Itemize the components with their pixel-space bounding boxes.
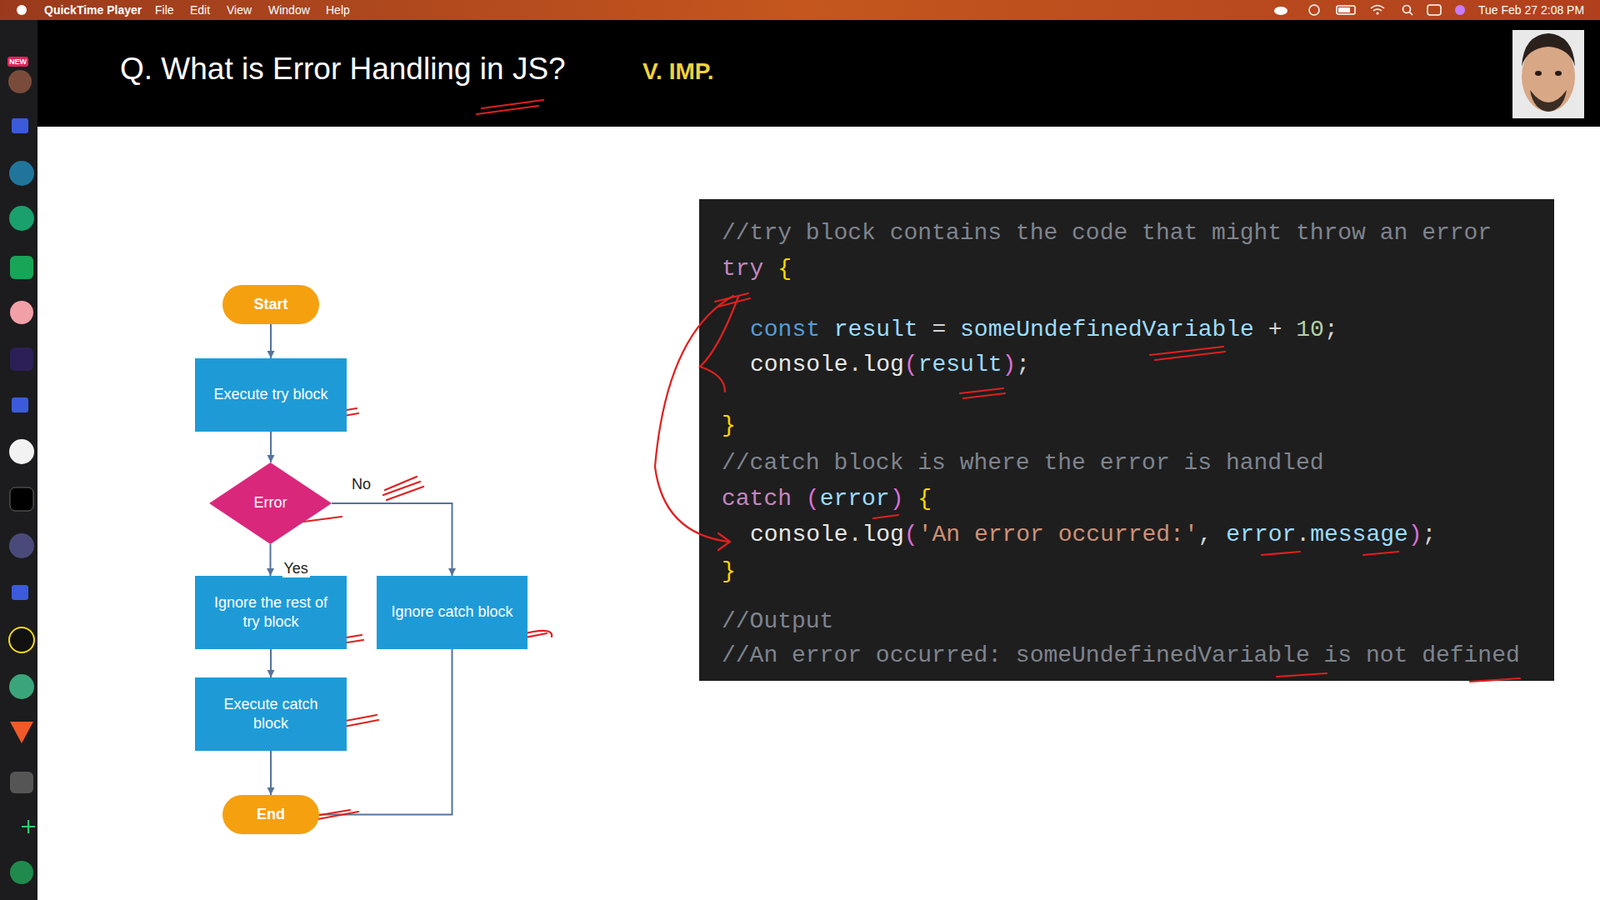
code-token: } [721, 412, 736, 439]
code-token: ; [1422, 521, 1437, 548]
clock-text: Tue Feb 27 2:08 PM [1478, 3, 1585, 17]
code-token: //An error occurred: someUndefinedVariab… [721, 642, 1520, 669]
code-token: console [750, 521, 849, 548]
app-name: QuickTime Player [44, 3, 142, 17]
flow-connector [267, 750, 275, 795]
menu-item: File [155, 3, 175, 17]
code-token: catch [721, 485, 792, 512]
code-token: ) [1408, 521, 1423, 548]
code-token: const [750, 316, 820, 343]
code-line: } [721, 557, 736, 586]
code-token: ) [890, 485, 905, 512]
code-token: = [931, 316, 946, 343]
menu-bar [0, 0, 1600, 20]
code-panel [699, 199, 1555, 681]
code-token: 10 [1295, 316, 1325, 343]
arrow-head [448, 568, 456, 576]
code-token: ( [904, 351, 919, 378]
flow-connector [267, 431, 275, 463]
code-line: } [721, 411, 736, 440]
slide-title: Q. What is Error Handling in JS? [120, 51, 566, 87]
flow-connector [331, 503, 456, 576]
status-icons [1274, 5, 1465, 15]
code-token: error [1225, 521, 1296, 548]
red-scribbles [278, 100, 1520, 820]
start-terminal: Start [222, 285, 320, 325]
code-token: { [917, 485, 932, 512]
code-token: message [1310, 521, 1409, 548]
node-text: End [256, 805, 285, 825]
menu-item: Help [325, 3, 350, 17]
node-text: Error [254, 493, 288, 513]
code-token: . [848, 351, 863, 378]
code-token: ; [1324, 316, 1339, 343]
arrow-head [266, 568, 275, 576]
code-line: //An error occurred: someUndefinedVariab… [721, 641, 1520, 670]
code-token: //catch block is where the error is hand… [721, 450, 1325, 476]
code-token: try [721, 255, 764, 282]
code-token: . [1295, 521, 1310, 548]
menu-item: Edit [190, 3, 210, 17]
node-text: Execute try block [213, 385, 328, 405]
code-token: someUndefinedVariable [960, 316, 1255, 343]
flow-connector [267, 649, 275, 678]
code-token: log [861, 521, 904, 548]
code-token: ( [904, 521, 919, 548]
code-token: console [750, 351, 849, 378]
node-text: Ignore the rest of try block [205, 593, 337, 633]
code-token: error [820, 485, 890, 512]
code-token: result [918, 351, 1003, 378]
edge-label: Yes [282, 560, 310, 578]
apple-logo [16, 5, 27, 15]
edge-label: No [350, 475, 373, 494]
code-token: ) [1002, 351, 1017, 378]
process-box: Ignore catch block [376, 575, 528, 650]
slide-header [37, 20, 1600, 127]
code-line: //try block contains the code that might… [721, 219, 1492, 248]
code-line: console.log(result); [750, 350, 1030, 380]
arrow-head [267, 670, 275, 678]
node-text: Execute catch block [205, 695, 337, 735]
code-token: ( [805, 485, 820, 512]
importance-tag: V. IMP. [642, 58, 715, 85]
code-token: 'An error occurred:' [918, 521, 1199, 548]
code-token: log [861, 351, 904, 378]
code-line: const result = someUndefinedVariable +10; [750, 315, 1339, 345]
process-box: Execute try block [195, 358, 347, 432]
dock-strip [0, 20, 38, 900]
code-token: + [1268, 316, 1283, 343]
code-token: //Output [721, 608, 834, 635]
arrow-head [267, 787, 275, 795]
menu-item: View [226, 3, 252, 17]
diamond-shape [209, 462, 332, 545]
code-token: result [834, 316, 919, 343]
code-token: ; [1015, 351, 1030, 378]
badge-text: NEW [7, 56, 29, 67]
code-line: //catch block is where the error is hand… [721, 449, 1325, 478]
instructor-face [1512, 30, 1585, 119]
dock-icons [8, 70, 35, 885]
decision-diamond: Error [209, 462, 332, 545]
node-text: Ignore catch block [390, 602, 513, 622]
arrow-head [267, 350, 275, 359]
connector-line [331, 503, 453, 576]
flow-connector [266, 544, 275, 576]
code-token: } [721, 558, 736, 585]
code-token: //try block contains the code that might… [721, 220, 1492, 246]
flow-connector [267, 324, 275, 359]
arrow-head [267, 455, 275, 463]
menu-item: Window [268, 3, 310, 17]
end-terminal: End [222, 795, 320, 835]
node-text: Start [253, 295, 288, 315]
slide-body [37, 126, 1600, 900]
code-line: try { [721, 255, 792, 284]
code-line: //Output [721, 607, 834, 636]
process-box: Ignore the rest of try block [195, 575, 347, 650]
code-token: , [1198, 521, 1213, 548]
process-box: Execute catch block [195, 677, 347, 751]
code-line: catch (error) { [721, 485, 932, 514]
code-token: . [848, 521, 863, 548]
code-token: { [777, 255, 792, 282]
code-line: console.log('An error occurred:',error.m… [750, 520, 1436, 550]
